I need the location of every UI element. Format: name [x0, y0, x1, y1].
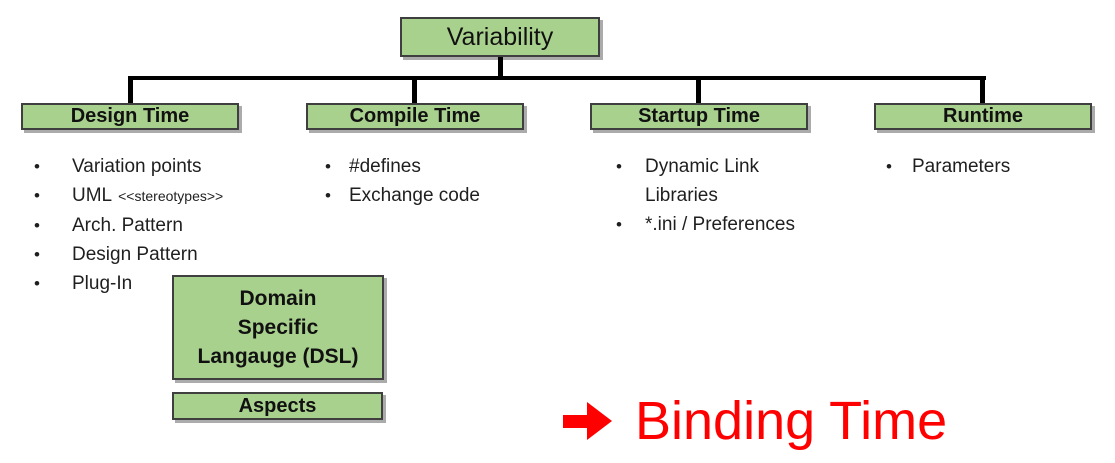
- node-aspects-label: Aspects: [238, 394, 317, 417]
- bullet-icon: •: [34, 245, 40, 264]
- list-item: • Parameters: [886, 152, 1010, 181]
- stereotypes-annotation: <<stereotypes>>: [118, 188, 224, 204]
- node-compile-time: Compile Time: [306, 103, 524, 130]
- bullet-icon: •: [34, 274, 40, 293]
- binding-time-label: Binding Time: [635, 391, 948, 451]
- list-item: • #defines: [325, 152, 480, 181]
- node-aspects: Aspects: [172, 392, 383, 420]
- node-design-time: Design Time: [21, 103, 239, 130]
- connector-root-stub: [498, 57, 503, 78]
- connector-horizontal: [128, 76, 986, 80]
- node-dsl-line: Specific: [237, 316, 319, 339]
- bullet-icon: •: [325, 157, 331, 176]
- list-item-text: Parameters: [912, 156, 1011, 177]
- node-compile-time-label: Compile Time: [349, 105, 481, 127]
- connector-drop-startup: [696, 78, 701, 103]
- bullet-icon: •: [34, 186, 40, 205]
- list-item-text: Dynamic Link Libraries: [645, 156, 765, 206]
- compile-time-list: • #defines • Exchange code: [325, 152, 480, 210]
- node-design-time-label: Design Time: [70, 105, 190, 127]
- binding-time-annotation: Binding Time: [563, 394, 947, 448]
- bullet-icon: •: [325, 186, 331, 205]
- node-variability: Variability: [400, 17, 600, 57]
- bullet-icon: •: [886, 157, 892, 176]
- list-item: • Variation points: [34, 152, 223, 181]
- connector-drop-design: [128, 78, 133, 103]
- bullet-icon: •: [34, 216, 40, 235]
- node-startup-time-label: Startup Time: [638, 105, 760, 127]
- node-variability-label: Variability: [446, 22, 554, 51]
- runtime-list: • Parameters: [886, 152, 1010, 181]
- connector-drop-runtime: [980, 78, 985, 103]
- list-item-text: Exchange code: [349, 185, 480, 206]
- node-startup-time: Startup Time: [590, 103, 808, 130]
- startup-time-list: • Dynamic Link Libraries • *.ini / Prefe…: [616, 152, 815, 239]
- list-item: • Dynamic Link Libraries: [616, 152, 815, 210]
- bullet-icon: •: [616, 157, 622, 176]
- bullet-icon: •: [34, 157, 40, 176]
- bullet-icon: •: [616, 215, 622, 234]
- list-item: • *.ini / Preferences: [616, 210, 815, 239]
- list-item-text: Design Pattern: [72, 244, 198, 265]
- list-item: • Design Pattern: [34, 240, 223, 269]
- list-item-text: *.ini / Preferences: [645, 214, 795, 235]
- node-dsl: Domain Specific Langauge (DSL): [172, 275, 384, 380]
- list-item-text: #defines: [349, 156, 421, 177]
- connector-drop-compile: [412, 78, 417, 103]
- design-time-list: • Variation points • UML<<stereotypes>> …: [34, 152, 223, 298]
- node-runtime: Runtime: [874, 103, 1092, 130]
- node-runtime-label: Runtime: [943, 105, 1023, 127]
- list-item: • UML<<stereotypes>>: [34, 181, 223, 211]
- list-item-text: Variation points: [72, 156, 202, 177]
- right-arrow-icon: [563, 402, 612, 440]
- list-item: • Arch. Pattern: [34, 211, 223, 240]
- node-dsl-line: Langauge (DSL): [197, 345, 359, 368]
- list-item: • Plug-In: [34, 269, 223, 298]
- node-dsl-line: Domain: [239, 287, 317, 310]
- list-item-text: Arch. Pattern: [72, 215, 183, 236]
- list-item-text: Plug-In: [72, 273, 133, 294]
- list-item-text: UML<<stereotypes>>: [72, 185, 224, 206]
- list-item: • Exchange code: [325, 181, 480, 210]
